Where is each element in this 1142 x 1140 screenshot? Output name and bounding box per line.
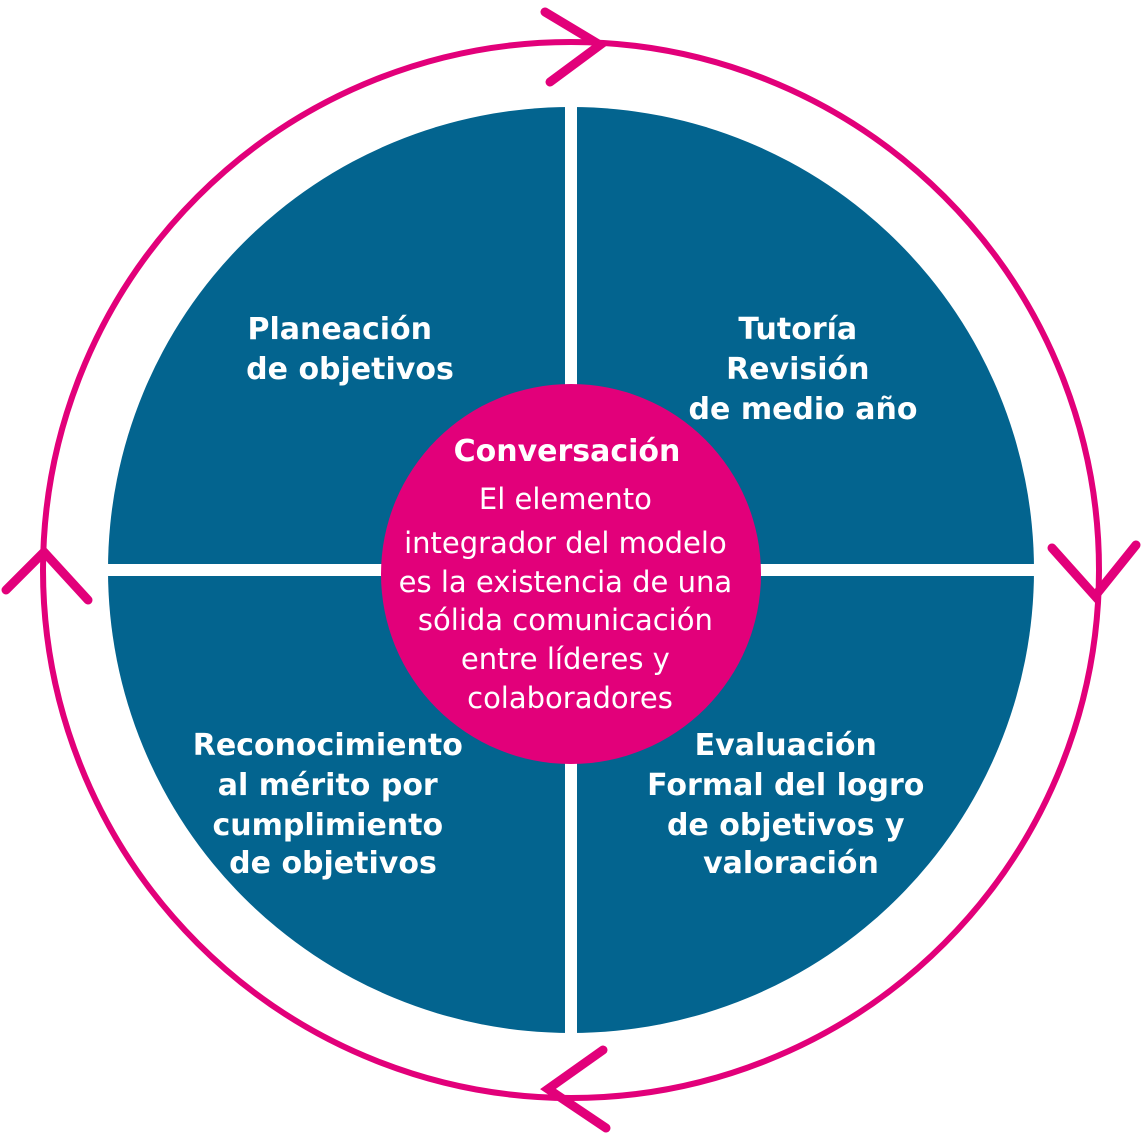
center-body-line: entre líderes y (461, 642, 670, 676)
quadrant-label-line: de medio año (689, 392, 918, 427)
quadrant-label-line: al mérito por (218, 768, 438, 803)
quadrant-label-line: valoración (703, 846, 879, 881)
quadrant-label-line: Revisión (726, 352, 869, 387)
center-title: Conversación (454, 434, 681, 469)
quadrant-label-line: de objetivos (229, 846, 437, 881)
center-body-line: integrador del modelo (404, 526, 727, 560)
center-body-line: El elemento (479, 482, 652, 516)
center-body-line: sólida comunicación (418, 603, 713, 637)
quadrant-label-line: Evaluación (695, 728, 877, 763)
center-body-line: colaboradores (467, 681, 673, 715)
arrow-up-icon (1, 545, 93, 605)
quadrant-top-left-label: Planeación de objetivos (246, 312, 454, 387)
quadrant-label-line: de objetivos (246, 352, 454, 387)
quadrant-label-line: Planeación (248, 312, 433, 347)
quadrant-label-line: Reconocimiento (193, 728, 463, 763)
center-body: El elemento integrador del modelo es la … (399, 482, 742, 715)
center-circle (381, 384, 761, 764)
quadrant-label-line: Tutoría (738, 312, 857, 347)
arrow-down-icon (1047, 540, 1141, 603)
quadrant-label-line: Formal del logro (647, 768, 924, 803)
quadrant-label-line: cumplimiento (212, 808, 443, 843)
quadrant-bottom-right-label: Evaluación Formal del logro de objetivos… (647, 728, 935, 881)
arrow-right-icon (540, 7, 609, 87)
arrow-left-icon (540, 1045, 611, 1133)
quadrant-bottom-left-label: Reconocimiento al mérito por cumplimient… (193, 728, 474, 881)
quadrant-label-line: de objetivos y (667, 808, 905, 843)
quadrant-top-right-label: Tutoría Revisión de medio año (689, 312, 918, 427)
cycle-ring (40, 39, 1102, 1101)
center-body-line: es la existencia de una (399, 565, 732, 599)
